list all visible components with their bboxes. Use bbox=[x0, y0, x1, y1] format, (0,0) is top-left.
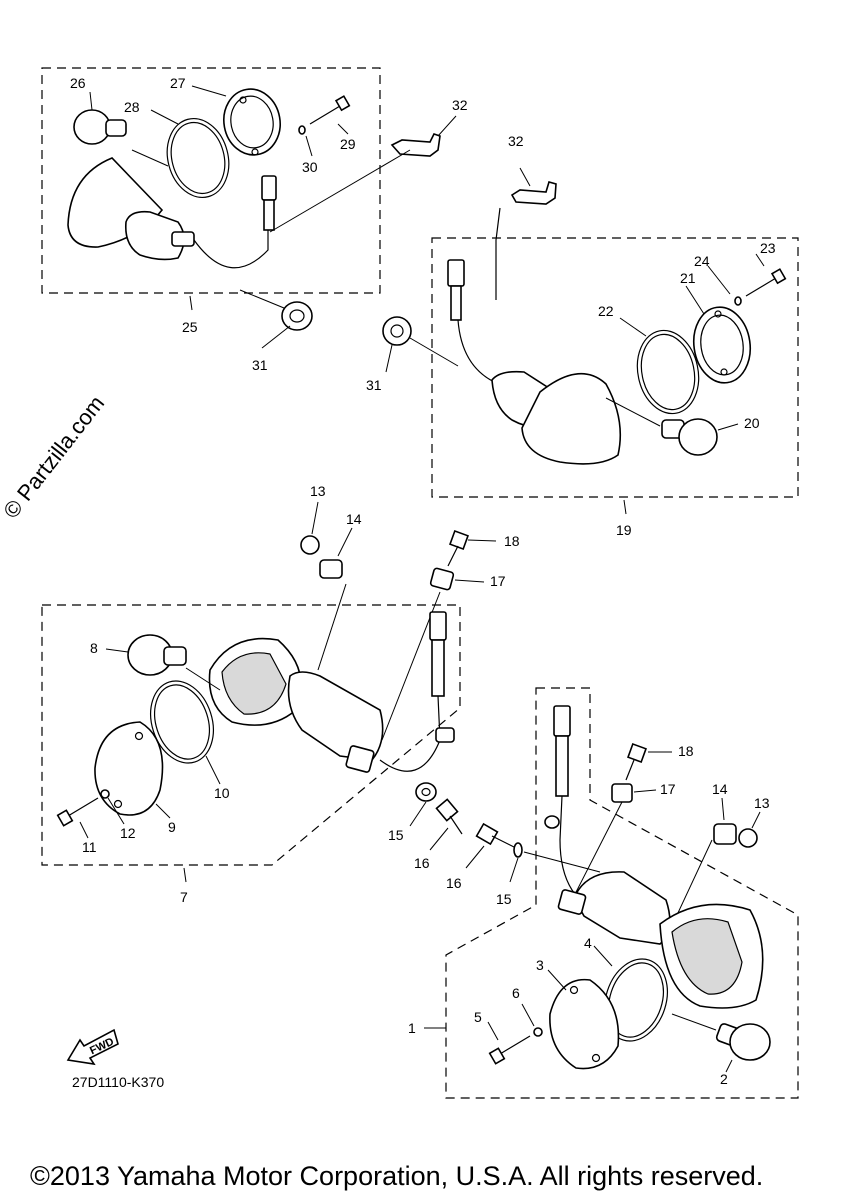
nut-part-13-left bbox=[300, 501, 320, 555]
collar-part-14-right bbox=[713, 797, 737, 845]
wire-connector-1 bbox=[544, 705, 581, 901]
callout-29: 29 bbox=[340, 136, 356, 152]
wire-connector-7 bbox=[379, 611, 447, 772]
screw-part-29 bbox=[309, 95, 351, 125]
callout-6: 6 bbox=[512, 985, 520, 1001]
callout-10: 10 bbox=[214, 785, 230, 801]
washer-part-30 bbox=[298, 125, 306, 135]
callout-23: 23 bbox=[760, 240, 776, 256]
callout-28: 28 bbox=[124, 99, 140, 115]
bulb-part-20 bbox=[605, 397, 739, 456]
bulb-part-2 bbox=[671, 1013, 771, 1073]
callout-4: 4 bbox=[584, 935, 592, 951]
callout-15-right: 15 bbox=[496, 891, 512, 907]
assembly-7-front-left-signal bbox=[41, 501, 497, 883]
spacer-part-17-right bbox=[611, 783, 657, 803]
watermark: © Partzilla.com bbox=[0, 391, 109, 523]
assembly-19-rear-right-signal bbox=[382, 167, 799, 515]
washer-part-24 bbox=[734, 296, 742, 306]
wire-clip-part-32-upper bbox=[269, 115, 457, 233]
lens-rim-part-21 bbox=[692, 306, 752, 384]
screw-part-11 bbox=[56, 797, 99, 839]
callout-18-right: 18 bbox=[678, 743, 694, 759]
callout-17-left: 17 bbox=[490, 573, 506, 589]
callout-22: 22 bbox=[598, 303, 614, 319]
callout-8: 8 bbox=[90, 640, 98, 656]
assembly-1-front-right-signal bbox=[424, 687, 799, 1099]
collar-part-14-left bbox=[319, 527, 353, 579]
callout-24: 24 bbox=[694, 253, 710, 269]
bolt-part-18-right bbox=[625, 743, 672, 781]
bolt-part-16-left bbox=[429, 798, 463, 851]
lens-gasket-part-4 bbox=[593, 945, 668, 1042]
callout-18-left: 18 bbox=[504, 533, 520, 549]
spacer-part-17-left bbox=[429, 567, 485, 591]
washer-part-15-right bbox=[509, 842, 523, 883]
callout-14-right: 14 bbox=[712, 781, 728, 797]
diagram-code: 27D1110-K370 bbox=[72, 1074, 164, 1090]
callout-3: 3 bbox=[536, 957, 544, 973]
fwd-label: FWD bbox=[88, 1036, 116, 1057]
lens-gasket-part-10 bbox=[150, 680, 221, 785]
signal-housing-19 bbox=[491, 370, 622, 465]
callout-32-lower: 32 bbox=[508, 133, 524, 149]
callout-13-left: 13 bbox=[310, 483, 326, 499]
callout-32-upper: 32 bbox=[452, 97, 468, 113]
callout-19: 19 bbox=[616, 522, 632, 538]
lens-rim-part-27 bbox=[223, 88, 281, 156]
wire-clip-part-32-lower bbox=[510, 167, 557, 205]
washer-part-6 bbox=[521, 1003, 543, 1037]
callout-12: 12 bbox=[120, 825, 136, 841]
callout-16-right: 16 bbox=[446, 875, 462, 891]
callout-30: 30 bbox=[302, 159, 318, 175]
callout-21: 21 bbox=[680, 270, 696, 286]
screw-part-23 bbox=[745, 268, 787, 297]
callout-14-left: 14 bbox=[346, 511, 362, 527]
washer-part-12 bbox=[100, 789, 125, 825]
bulb-part-26 bbox=[73, 109, 127, 145]
grommet-nut-part-31-left bbox=[239, 289, 313, 349]
nut-part-13-right bbox=[738, 811, 761, 848]
callout-26: 26 bbox=[70, 75, 86, 91]
callout-17-right: 17 bbox=[660, 781, 676, 797]
callout-13-right: 13 bbox=[754, 795, 770, 811]
callout-2: 2 bbox=[720, 1071, 728, 1087]
callout-20: 20 bbox=[744, 415, 760, 431]
bulb-part-8 bbox=[105, 634, 221, 691]
lens-gasket-part-28 bbox=[166, 117, 230, 199]
copyright-notice: ©2013 Yamaha Motor Corporation, U.S.A. A… bbox=[30, 1161, 763, 1191]
fwd-arrow-icon: FWD bbox=[66, 1028, 119, 1066]
callout-27: 27 bbox=[170, 75, 186, 91]
lens-part-9 bbox=[94, 721, 171, 819]
assembly-25-rear-left-signal bbox=[41, 67, 381, 311]
grommet-nut-part-31-right bbox=[382, 316, 459, 373]
washer-part-15-left bbox=[409, 782, 437, 827]
signal-housing-7 bbox=[208, 637, 455, 773]
signal-housing-25 bbox=[67, 157, 277, 269]
callout-25: 25 bbox=[182, 319, 198, 335]
callout-31-left: 31 bbox=[252, 357, 268, 373]
callout-15-left: 15 bbox=[388, 827, 404, 843]
callout-16-left: 16 bbox=[414, 855, 430, 871]
callout-7: 7 bbox=[180, 889, 188, 905]
lens-gasket-part-22 bbox=[636, 329, 700, 415]
callout-31-right: 31 bbox=[366, 377, 382, 393]
screw-part-5 bbox=[487, 1021, 531, 1065]
callout-11: 11 bbox=[82, 839, 97, 855]
callout-5: 5 bbox=[474, 1009, 482, 1025]
bolt-part-16-right bbox=[465, 822, 517, 869]
bolt-part-18-left bbox=[447, 530, 497, 567]
callout-1: 1 bbox=[408, 1020, 416, 1036]
signal-housing-1 bbox=[557, 871, 764, 1009]
callout-9: 9 bbox=[168, 819, 176, 835]
lens-part-3 bbox=[547, 969, 620, 1070]
callout-labels: 26 27 28 29 30 32 32 25 31 31 23 24 21 2… bbox=[70, 75, 776, 1087]
